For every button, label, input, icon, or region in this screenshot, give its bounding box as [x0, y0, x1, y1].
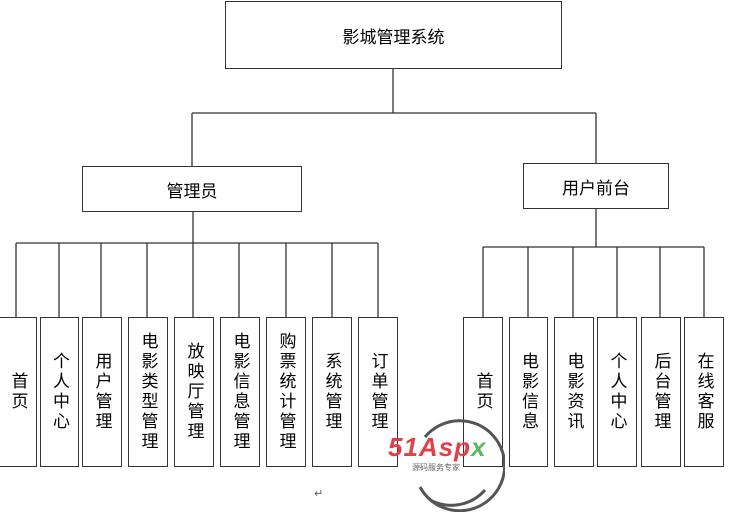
leaf-label: 放映厅管理 — [183, 342, 204, 442]
admin-leaf: 购票统计管理 — [266, 317, 306, 467]
user-leaf: 电影信息 — [509, 317, 548, 467]
leaf-label: 电影信息管理 — [229, 332, 250, 452]
user-frontend-node: 用户前台 — [523, 163, 669, 209]
user-leaf: 在线客服 — [684, 317, 724, 467]
root-node: 影城管理系统 — [225, 1, 562, 69]
watermark-circle-icon — [418, 419, 505, 512]
admin-leaf: 电影类型管理 — [128, 317, 168, 467]
user-frontend-label: 用户前台 — [562, 178, 630, 199]
user-leaf: 后台管理 — [641, 317, 681, 467]
leaf-label: 个人中心 — [606, 352, 627, 432]
admin-leaf: 个人中心 — [40, 317, 79, 467]
user-leaf: 电影资讯 — [554, 317, 594, 467]
admin-leaf: 订单管理 — [358, 317, 398, 467]
leaf-label: 后台管理 — [650, 352, 671, 432]
leaf-label: 个人中心 — [49, 352, 69, 432]
leaf-label: 订单管理 — [367, 352, 388, 432]
leaf-label: 首页 — [472, 372, 493, 412]
admin-node: 管理员 — [82, 166, 302, 212]
user-leaf: 个人中心 — [597, 317, 637, 467]
leaf-label: 首页 — [7, 372, 28, 412]
return-mark: ↵ — [314, 487, 324, 500]
root-label: 影城管理系统 — [342, 27, 445, 48]
watermark-slogan: 源码服务专家 — [412, 463, 460, 472]
leaf-label: 电影信息 — [518, 352, 538, 432]
leaf-label: 电影资讯 — [563, 352, 584, 432]
admin-leaf: 系统管理 — [312, 317, 352, 467]
admin-leaf: 用户管理 — [82, 317, 122, 467]
watermark-logo: 51Aspx — [388, 432, 487, 463]
watermark-brand: 51Asp — [388, 432, 472, 462]
leaf-label: 在线客服 — [693, 352, 714, 432]
watermark-brand-x: x — [471, 432, 487, 462]
leaf-label: 购票统计管理 — [275, 332, 296, 452]
admin-leaf: 首页 — [0, 317, 37, 467]
leaf-label: 用户管理 — [91, 352, 112, 432]
admin-leaf: 电影信息管理 — [220, 317, 260, 467]
admin-leaf: 放映厅管理 — [174, 317, 214, 467]
user-leaf: 首页 — [463, 317, 503, 467]
leaf-label: 系统管理 — [321, 352, 342, 432]
admin-label: 管理员 — [166, 181, 218, 202]
leaf-label: 电影类型管理 — [137, 332, 158, 452]
